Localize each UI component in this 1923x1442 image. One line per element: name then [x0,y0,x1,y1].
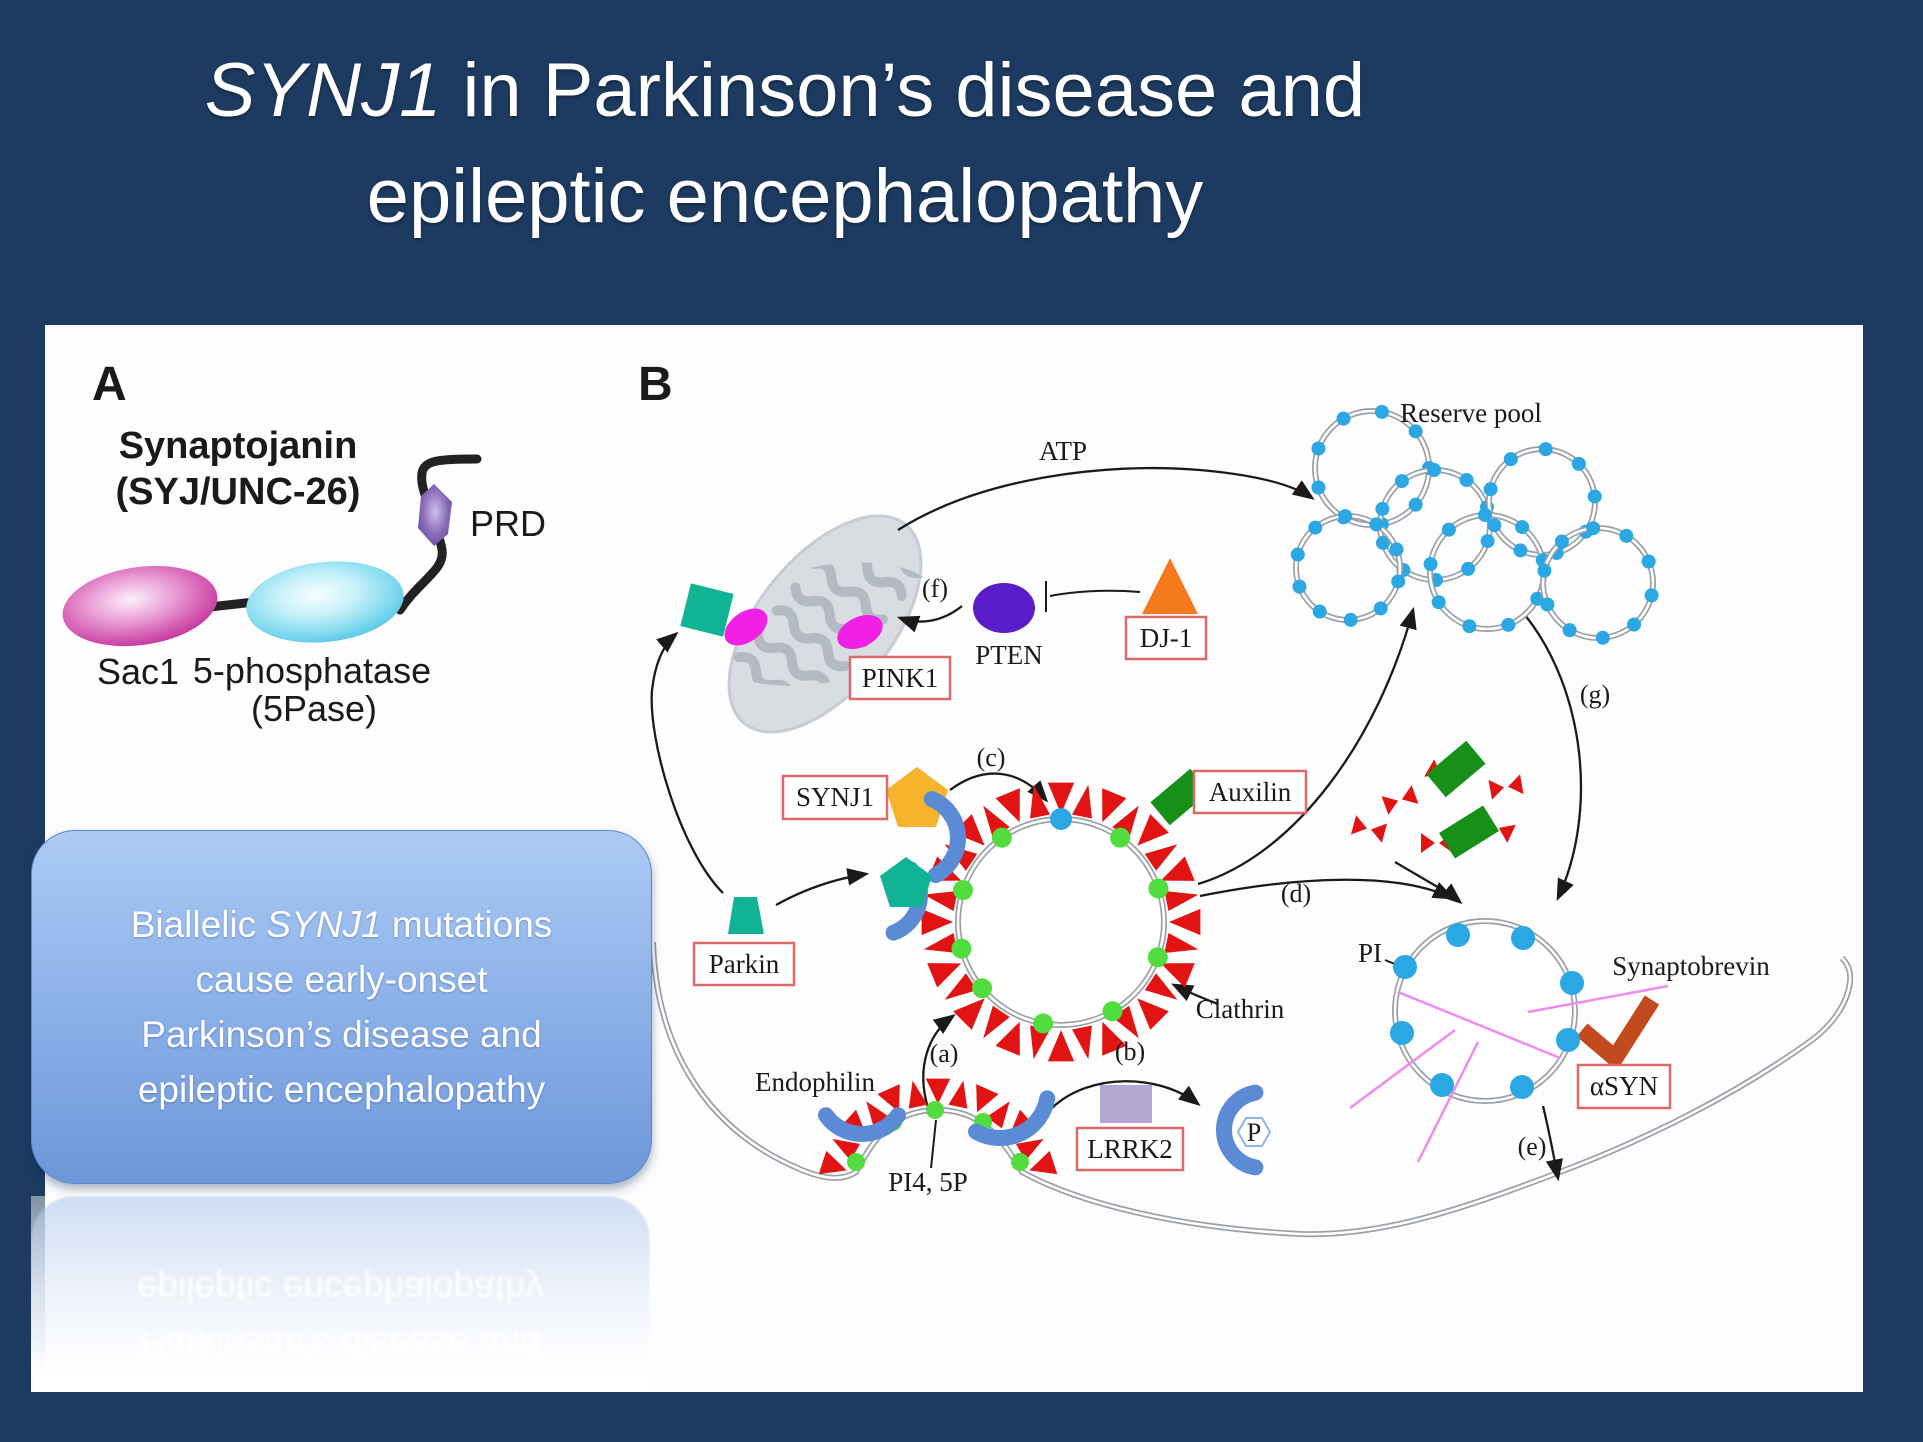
pink1-ellipse-right [837,615,883,649]
sac1-domain-ellipse [62,565,218,647]
pten-label: PTEN [975,640,1043,670]
phosphatase-domain-ellipse [246,561,404,643]
arrow-b-lrrk2 [1051,1080,1201,1109]
synaptobrevin-line-2 [1349,1028,1456,1110]
synj1-label: SYNJ1 [796,782,874,812]
step-e: (e) [1518,1132,1547,1161]
plasma-membrane [650,941,1854,1238]
figa-prd-label: PRD [470,503,546,544]
clathrin-coated-pit [818,1078,1058,1175]
reserve-pool-vesicles [1290,404,1659,645]
asyn-label-box: αSYN [1576,1063,1672,1110]
figa-protein-name-2: (SYJ/UNC-26) [116,471,361,513]
synaptobrevin-label: Synaptobrevin [1612,951,1770,981]
lrrk2-label-box: LRRK2 [1075,1126,1185,1172]
arrow-d-end [1394,861,1463,905]
callout-gene-italic: SYNJ1 [266,904,382,945]
step-a: (a) [930,1039,959,1068]
callout-line-3: Parkinson’s disease and [141,1014,542,1055]
reserve-pool-label: Reserve pool [1400,398,1542,428]
title-line-1: SYNJ1 in Parkinson’s disease and [0,38,1570,144]
callout-reflection: Biallelic SYNJ1 mutations cause early-on… [31,1196,650,1392]
free-clathrin-triskelions [1350,759,1524,853]
lrrk2-label: LRRK2 [1087,1134,1173,1164]
figa-5pase-label-1: 5-phosphatase [193,650,431,691]
panel-b-letter: B [638,358,673,411]
arrow-parkin-to-mito [650,631,724,894]
auxilin-label: Auxilin [1209,777,1292,807]
slide-title: SYNJ1 in Parkinson’s disease and epilept… [0,38,1570,250]
atp-label: ATP [1039,436,1087,466]
synaptic-vesicle [1390,918,1584,1104]
phospho-label: P [1247,1118,1261,1147]
dj1-label-box: DJ-1 [1124,615,1208,661]
arrow-d-uncoating [1199,878,1455,900]
pi45p-pointer [930,1119,937,1169]
auxilin-rect-free-1 [1426,740,1486,798]
arrow-e-fusion [1541,1105,1563,1182]
callout-line-2: cause early-onset [195,959,488,1000]
title-line-2: epileptic encephalopathy [366,154,1204,239]
phospho-hexagon [1236,1117,1272,1147]
pink1-label-box: PINK1 [848,655,952,701]
synaptobrevin-line-4 [1397,990,1561,1060]
callout-line1-post: mutations [381,904,553,945]
parkin-label-box: Parkin [692,941,796,987]
endophilin-label: Endophilin [755,1067,875,1097]
synaptobrevin-line-3 [1416,1041,1480,1163]
arrow-vesicle-to-pool [1197,606,1417,886]
synj1-pentagon [886,767,948,827]
arrow-parkin-to-vesicle [775,868,870,907]
pi-label: PI [1358,938,1382,968]
arrow-atp-to-pool [897,466,1315,531]
dj1-label: DJ-1 [1140,623,1193,653]
auxilin-rect-free-2 [1439,805,1499,859]
dj1-triangle [1142,558,1198,614]
reflection-fade [31,1196,650,1392]
prd-domain-shape [418,484,452,546]
step-c: (c) [977,743,1006,772]
asyn-checkmark [1576,995,1660,1071]
clathrin-label: Clathrin [1196,994,1285,1024]
arrow-c-synj1-to-vesicle [949,772,1049,803]
inhibit-line-dj1-pten [1049,589,1141,597]
clathrin-coated-vesicle [921,782,1201,1062]
auxilin-label-box: Auxilin [1192,769,1308,815]
asyn-label: αSYN [1590,1071,1658,1101]
lrrk2-square [1100,1085,1152,1123]
pink1-ellipse-left [724,608,768,646]
clathrin-pointer [1171,983,1219,1006]
figa-linker-line [209,597,255,612]
step-d: (d) [1281,879,1311,908]
title-line1-rest: in Parkinson’s disease and [441,48,1366,133]
arrow-a-pit-to-vesicle [922,1014,956,1109]
callout-line-4: epileptic encephalopathy [137,1069,546,1110]
title-gene-italic: SYNJ1 [204,48,442,133]
pi45p-label: PI4, 5P [888,1167,968,1197]
figa-protein-name-1: Synaptojanin [119,425,358,467]
step-g: (g) [1580,680,1610,709]
parkin-trapezoid [728,897,764,934]
synj1-label-box: SYNJ1 [781,774,889,821]
parkin-on-mito-shape [680,583,734,637]
synaptobrevin-line-1 [1527,984,1669,1014]
parkin-pentagon-on-vesicle [880,857,932,907]
callout-box: Biallelic SYNJ1 mutations cause early-on… [31,830,652,1184]
step-b: (b) [1115,1037,1145,1066]
step-f: (f) [922,574,948,603]
parkin-label: Parkin [709,949,780,979]
arrow-f-pten-to-pink1 [896,605,963,633]
pten-circle [973,583,1035,633]
panel-a-letter: A [92,358,127,411]
pink1-label: PINK1 [862,663,939,693]
figa-sac1-label: Sac1 [97,651,179,692]
arrow-g-pool-to-vesicle [1524,614,1583,901]
callout-line1-pre: Biallelic [130,904,267,945]
figa-5pase-label-2: (5Pase) [251,688,377,729]
callout-line-1: Biallelic SYNJ1 mutations [131,897,553,952]
